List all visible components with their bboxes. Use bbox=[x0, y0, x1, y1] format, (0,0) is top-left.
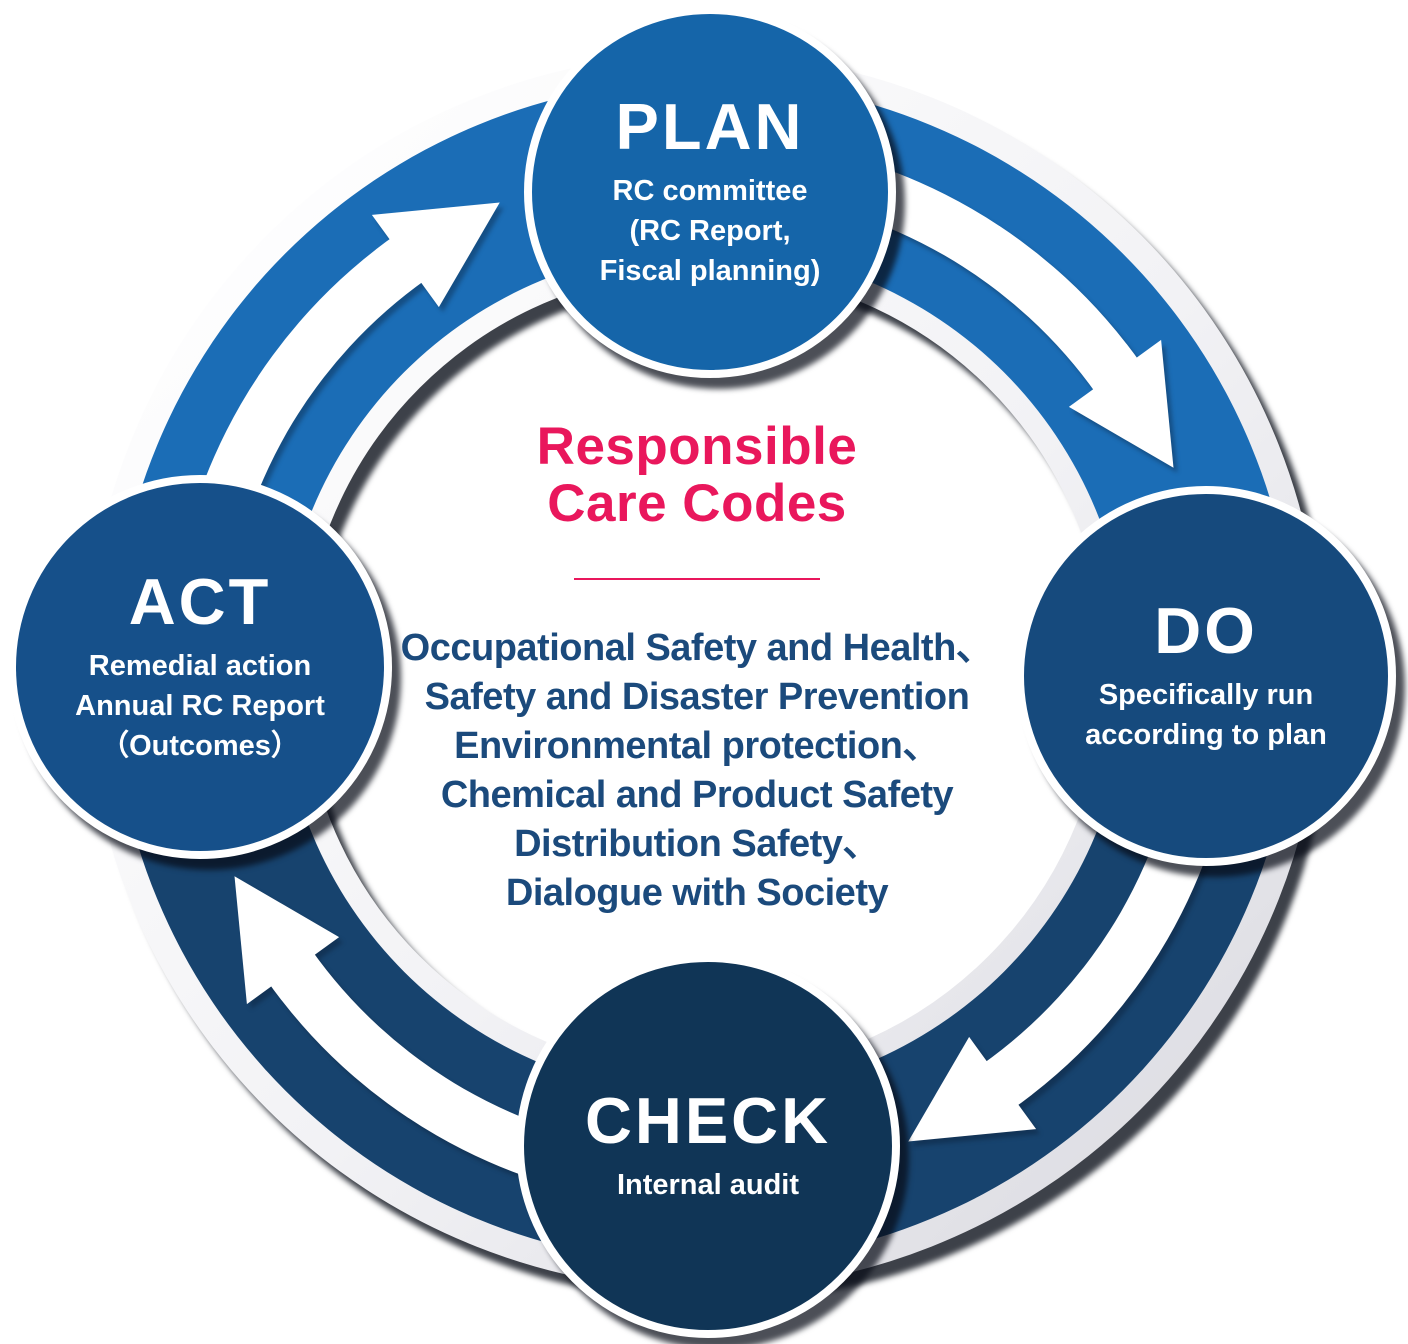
plan-circle bbox=[524, 6, 896, 378]
arrow-head-icon bbox=[908, 1036, 1037, 1142]
check-circle bbox=[516, 954, 900, 1338]
arrow-head-icon bbox=[371, 202, 500, 308]
act-circle bbox=[8, 475, 392, 859]
arrow-head-icon bbox=[234, 876, 340, 1005]
arrow-head-icon bbox=[1068, 339, 1174, 468]
do-circle bbox=[1016, 486, 1396, 866]
